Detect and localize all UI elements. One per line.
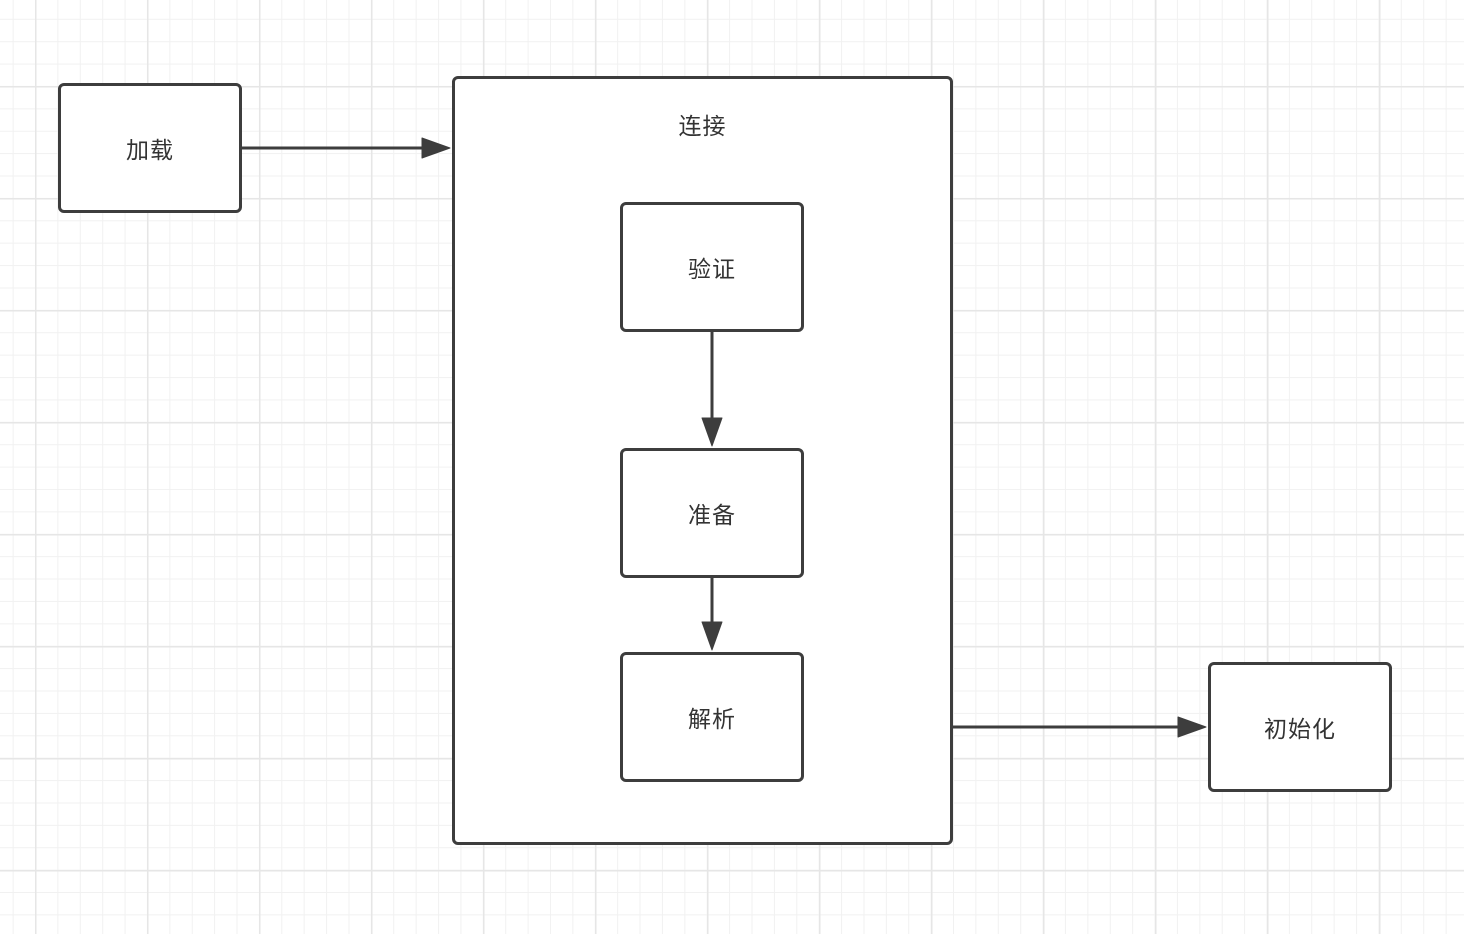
- verify-label: 验证: [688, 257, 736, 283]
- prepare-node[interactable]: 准备: [620, 448, 804, 578]
- load-node[interactable]: 加载: [58, 83, 242, 213]
- verify-node[interactable]: 验证: [620, 202, 804, 332]
- load-label: 加载: [126, 138, 174, 164]
- arrow-link-to-initialize[interactable]: [953, 716, 1207, 738]
- prepare-label: 准备: [688, 503, 736, 529]
- link-group-label: 连接: [678, 114, 727, 140]
- resolve-label: 解析: [688, 707, 736, 733]
- initialize-node[interactable]: 初始化: [1208, 662, 1392, 792]
- resolve-node[interactable]: 解析: [620, 652, 804, 782]
- arrow-load-to-link[interactable]: [242, 137, 451, 159]
- initialize-label: 初始化: [1264, 717, 1336, 743]
